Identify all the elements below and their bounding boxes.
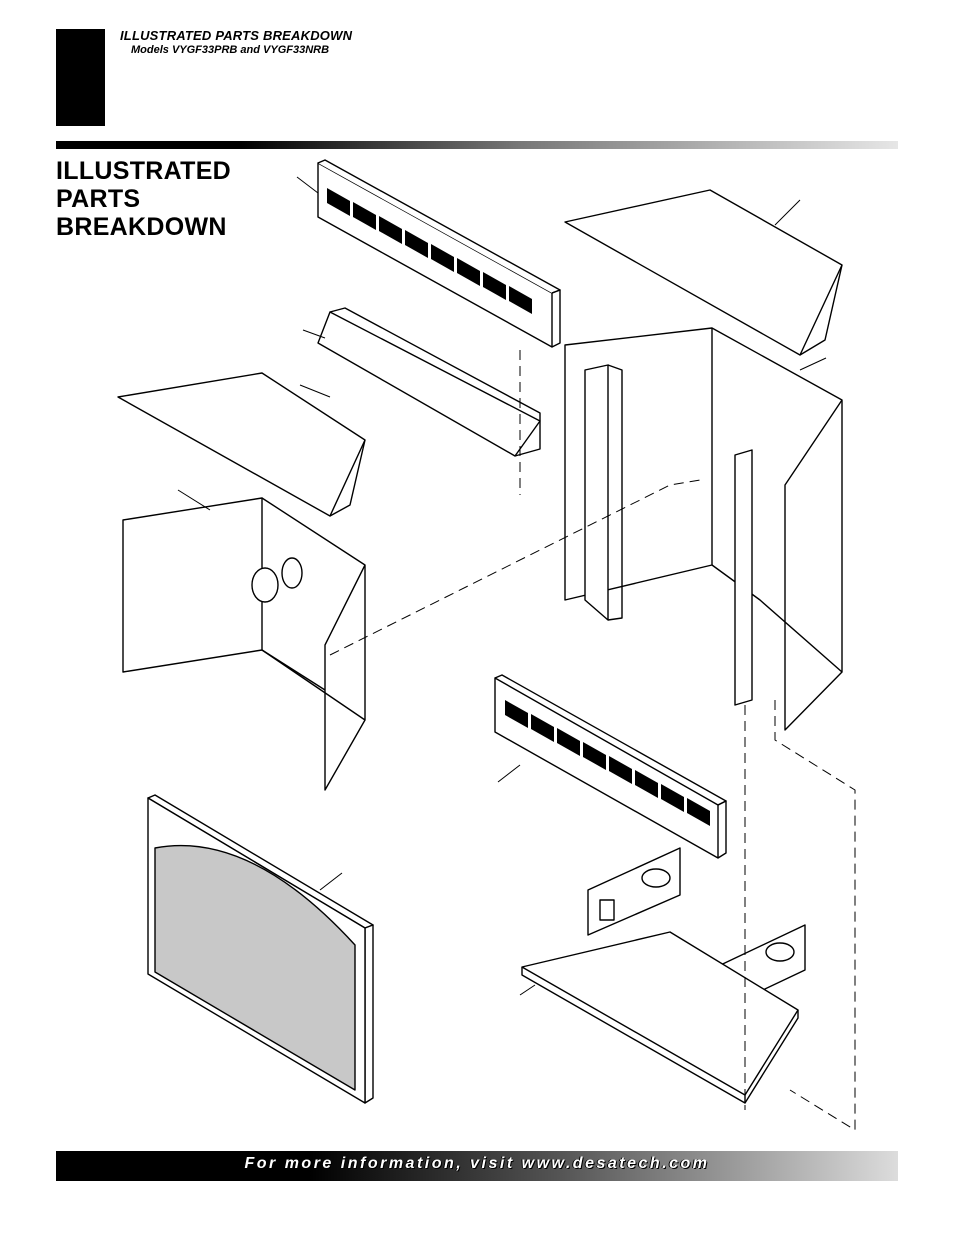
header-title: ILLUSTRATED PARTS BREAKDOWN xyxy=(120,28,353,43)
section-title-line-2: PARTS xyxy=(56,185,141,213)
section-title-line-3: BREAKDOWN xyxy=(56,213,227,241)
left-firebox-side xyxy=(122,489,366,791)
section-title: ILLUSTRATED PARTS BREAKDOWN xyxy=(56,157,231,241)
footer-website-text: For more information, visit www.desatech… xyxy=(244,1155,710,1172)
page-tab-marker xyxy=(56,29,105,126)
glass-door-frame xyxy=(147,794,374,1104)
top-deflector xyxy=(302,307,541,457)
header-models: Models VYGF33PRB and VYGF33NRB xyxy=(131,44,330,56)
assembly-guide-lines xyxy=(329,350,856,1131)
burner-bracket-left xyxy=(587,847,681,936)
header-rule xyxy=(56,141,898,149)
right-top-panel xyxy=(564,189,843,356)
footer-bar: For more information, visit www.desatech… xyxy=(56,1151,898,1181)
section-title-line-1: ILLUSTRATED xyxy=(56,157,232,185)
left-top-panel xyxy=(117,372,366,517)
top-louver-panel xyxy=(296,159,561,348)
bottom-louver-panel xyxy=(494,674,727,859)
right-firebox-shell xyxy=(564,327,843,731)
